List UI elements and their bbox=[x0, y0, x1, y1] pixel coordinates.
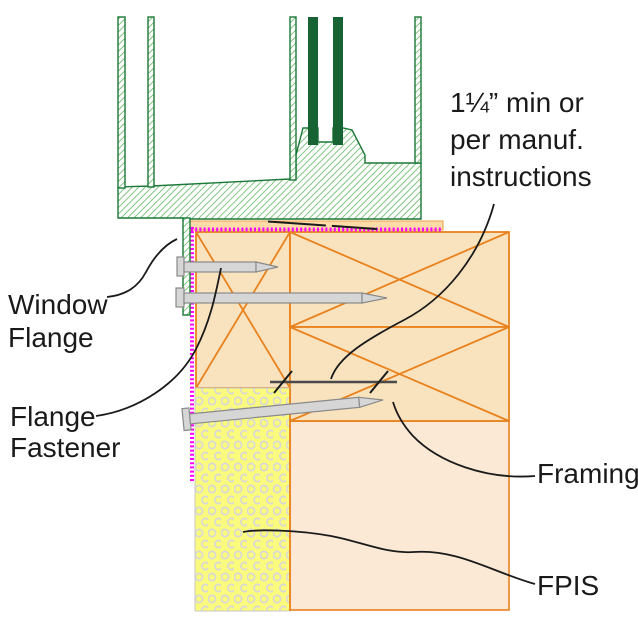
fpis-area bbox=[194, 387, 291, 612]
window-flange-label-line-1: Window bbox=[8, 289, 108, 320]
window-flange-label: Window Flange bbox=[8, 288, 108, 354]
sealant-joint-line bbox=[267, 220, 378, 230]
framing-lower-block bbox=[289, 420, 510, 611]
flange-fastener-leader bbox=[95, 267, 222, 417]
flange-fastener-label-line-2: Fastener bbox=[10, 432, 121, 463]
leader-lines bbox=[95, 203, 536, 585]
note-line-2: per manuf. bbox=[450, 124, 584, 155]
framing-blocks bbox=[189, 220, 510, 611]
framing-leader bbox=[392, 401, 536, 478]
glass-pane-inner bbox=[333, 17, 343, 145]
framing-block-upper-right bbox=[289, 231, 510, 328]
embedment-dimension bbox=[270, 370, 397, 394]
glass-pane-outer bbox=[308, 17, 318, 145]
flange-fastener-lower bbox=[175, 287, 388, 308]
flange-fastener-label-line-1: Flange bbox=[10, 401, 96, 432]
window-flange-label-line-2: Flange bbox=[8, 322, 94, 353]
fasteners bbox=[175, 256, 388, 432]
framing-block-left bbox=[195, 231, 291, 389]
glazing-panes bbox=[308, 17, 343, 145]
window-sill-profile bbox=[117, 127, 422, 220]
fpis-leader bbox=[242, 529, 536, 585]
fastener-embedment-note: 1¼” min or per manuf. instructions bbox=[450, 84, 592, 195]
dimension-tick-left bbox=[273, 370, 293, 394]
dimension-tick-right bbox=[369, 370, 389, 394]
window-flange-leader bbox=[106, 238, 178, 298]
fpis-fastener bbox=[181, 396, 384, 432]
fpis-label: FPIS bbox=[537, 570, 600, 601]
frame-member-left-outer bbox=[117, 16, 126, 189]
frame-member-center bbox=[289, 16, 297, 181]
frame-member-left-inner bbox=[147, 16, 155, 188]
fastener-note-leader bbox=[330, 203, 495, 380]
flange-fastener-label: Flange Fastener bbox=[10, 401, 121, 463]
framing-label: Framing bbox=[537, 458, 638, 489]
note-line-1: 1¼” min or bbox=[450, 87, 584, 118]
note-line-3: instructions bbox=[450, 161, 592, 192]
frame-member-right-outer bbox=[414, 16, 422, 164]
